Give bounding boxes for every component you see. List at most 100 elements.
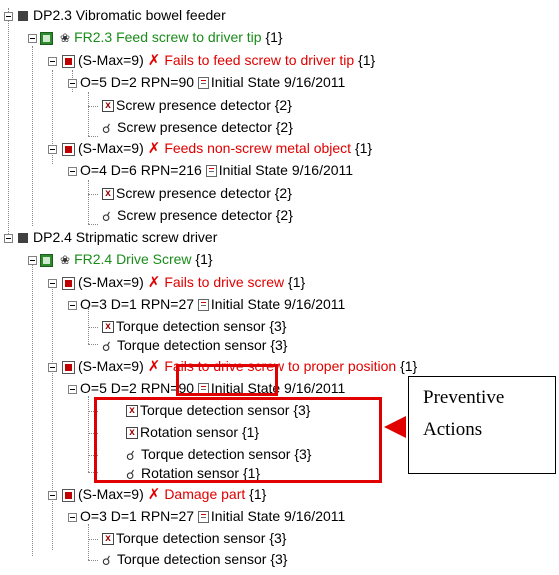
tree-line	[88, 539, 98, 540]
tree-line	[88, 524, 89, 560]
tree-node-dp23[interactable]: DP2.3 Vibromatic bowel feeder	[16, 6, 226, 24]
node-label: Fails to drive screw	[164, 274, 285, 290]
detection-control-icon: ☌	[126, 447, 135, 463]
tree-node-failure-mode[interactable]: (S-Max=9)✗Damage part {1}	[62, 485, 266, 503]
collapse-toggle[interactable]	[48, 145, 57, 154]
failure-checkbox-icon[interactable]	[62, 360, 75, 374]
state-label: Initial State 9/16/2011	[210, 380, 346, 396]
node-label: Damage part	[164, 486, 246, 502]
severity-max: (S-Max=9)	[78, 486, 144, 502]
failure-checkbox-icon[interactable]	[62, 276, 75, 290]
control-label: Rotation sensor {1}	[141, 465, 261, 481]
node-label: FR2.4 Drive Screw	[74, 251, 192, 267]
prevention-control-icon: x	[102, 321, 114, 334]
severity-max: (S-Max=9)	[78, 274, 144, 290]
collapse-toggle[interactable]	[68, 301, 77, 310]
rpn-values: O=3 D=1 RPN=27	[80, 508, 195, 524]
collapse-toggle[interactable]	[28, 34, 37, 43]
tree-node-fr23[interactable]: ❀FR2.3 Feed screw to driver tip {1}	[40, 28, 283, 46]
callout-line-1: Preventive	[423, 387, 505, 408]
failure-checkbox-icon[interactable]	[62, 488, 75, 502]
tree-line	[88, 396, 89, 472]
tree-node-failure-mode[interactable]: (S-Max=9)✗Fails to drive screw {1}	[62, 273, 305, 291]
collapse-toggle[interactable]	[68, 513, 77, 522]
control-label: Torque detection sensor {3}	[116, 318, 287, 334]
tree-node-control[interactable]: ☌Screw presence detector {2}	[102, 206, 293, 224]
node-count: {1}	[288, 274, 306, 290]
node-label: Feeds non-screw metal object	[164, 140, 352, 156]
clipboard-icon	[205, 165, 217, 178]
prevention-control-icon: x	[102, 100, 114, 113]
tree-node-rpn[interactable]: O=4 D=6 RPN=216 Initial State 9/16/2011	[80, 161, 353, 179]
collapse-toggle[interactable]	[68, 385, 77, 394]
control-label: Rotation sensor {1}	[140, 424, 260, 440]
node-count: {1}	[195, 251, 213, 267]
function-checkbox-icon[interactable]	[40, 253, 53, 267]
tree-node-dp24[interactable]: DP2.4 Stripmatic screw driver	[16, 228, 217, 246]
failure-icon: ✗	[147, 274, 161, 291]
failure-icon: ✗	[147, 52, 161, 69]
tree-node-failure-mode[interactable]: (S-Max=9)✗Feeds non-screw metal object {…	[62, 139, 372, 157]
state-label: Initial State 9/16/2011	[210, 508, 346, 524]
tree-node-control[interactable]: ☌ Torque detection sensor {3}	[126, 445, 311, 463]
tree-line	[88, 92, 89, 136]
node-label: DP2.3 Vibromatic bowel feeder	[33, 7, 226, 23]
collapse-toggle[interactable]	[48, 491, 57, 500]
function-checkbox-icon[interactable]	[40, 31, 53, 45]
severity-max: (S-Max=9)	[78, 52, 144, 68]
tree-node-failure-mode[interactable]: (S-Max=9)✗Fails to feed screw to driver …	[62, 51, 375, 69]
prevention-control-icon: x	[126, 405, 138, 418]
failure-checkbox-icon[interactable]	[62, 142, 75, 156]
collapse-toggle[interactable]	[48, 363, 57, 372]
tree-line	[88, 455, 98, 456]
prevention-control-icon: x	[126, 427, 138, 440]
node-count: {1}	[358, 52, 376, 68]
tree-node-control[interactable]: ☌Screw presence detector {2}	[102, 118, 293, 136]
tree-line	[88, 180, 89, 224]
control-label: Torque detection sensor {3}	[141, 446, 312, 462]
clipboard-icon	[197, 299, 209, 312]
tree-node-control[interactable]: ☌ Torque detection sensor {3}	[102, 336, 287, 354]
tree-line	[88, 472, 98, 473]
detection-control-icon: ☌	[102, 552, 111, 568]
tree-node-control[interactable]: ☌ Rotation sensor {1}	[126, 464, 260, 482]
tree-line	[88, 136, 98, 137]
collapse-toggle[interactable]	[48, 57, 57, 66]
collapse-toggle[interactable]	[48, 279, 57, 288]
failure-checkbox-icon[interactable]	[62, 54, 75, 68]
tree-node-rpn[interactable]: O=5 D=2 RPN=90 Initial State 9/16/2011	[80, 379, 345, 397]
node-count: {1}	[265, 29, 283, 45]
tree-node-rpn[interactable]: O=5 D=2 RPN=90 Initial State 9/16/2011	[80, 73, 345, 91]
rpn-highlight-box	[176, 364, 278, 396]
node-count: {1}	[400, 358, 418, 374]
tree-line	[88, 344, 98, 345]
tree-line	[8, 8, 9, 240]
tree-node-control[interactable]: ☌ Torque detection sensor {3}	[102, 550, 287, 568]
tree-line	[88, 560, 98, 561]
control-label: Torque detection sensor {3}	[117, 337, 288, 353]
tree-line	[32, 262, 33, 556]
tree-line	[88, 194, 98, 195]
collapse-toggle[interactable]	[4, 12, 13, 21]
tree-line	[88, 308, 89, 344]
tree-line	[52, 70, 53, 164]
collapse-toggle[interactable]	[68, 79, 77, 88]
collapse-toggle[interactable]	[68, 167, 77, 176]
detection-control-icon: ☌	[126, 466, 135, 482]
rpn-values: O=5 D=2 RPN=90	[80, 380, 195, 396]
tree-node-rpn[interactable]: O=3 D=1 RPN=27 Initial State 9/16/2011	[80, 295, 345, 313]
control-label: Torque detection sensor {3}	[117, 551, 288, 567]
node-label: Fails to feed screw to driver tip	[164, 52, 355, 68]
collapse-toggle[interactable]	[28, 256, 37, 265]
tree-node-fr24[interactable]: ❀FR2.4 Drive Screw {1}	[40, 250, 213, 268]
detection-control-icon: ☌	[102, 338, 111, 354]
tree-node-failure-mode[interactable]: (S-Max=9)✗Fails to drive screw to proper…	[62, 357, 417, 375]
tree-node-rpn[interactable]: O=3 D=1 RPN=27 Initial State 9/16/2011	[80, 507, 345, 525]
collapse-toggle[interactable]	[4, 234, 13, 243]
